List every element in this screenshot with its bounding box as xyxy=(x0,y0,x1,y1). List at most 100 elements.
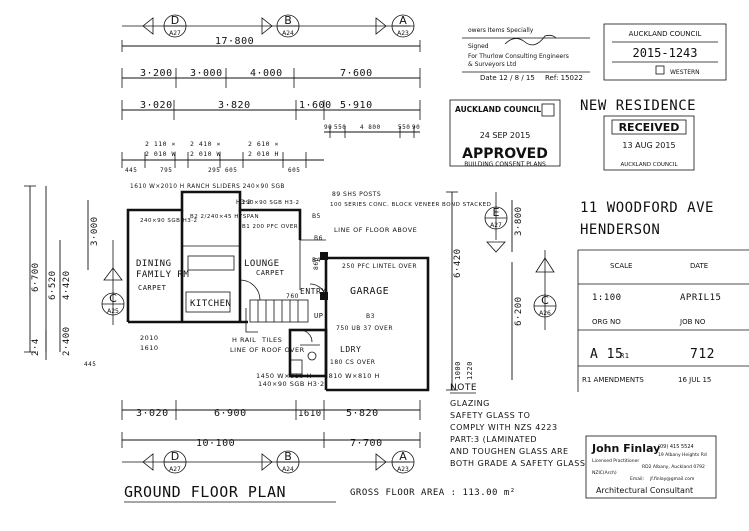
note-1610: 1610 xyxy=(140,344,159,352)
note-b6: B6 xyxy=(314,235,323,242)
section-marker-top-a: A A23 xyxy=(375,14,415,38)
note-hrail: H RAIL xyxy=(232,336,256,344)
consultant-role1: Licensed Practitioner xyxy=(592,458,639,464)
tb-scale: 1:100 xyxy=(592,293,622,303)
section-marker-letter: B xyxy=(284,14,292,27)
dim-left-b: 4·420 xyxy=(62,270,72,300)
engineer-signed: Signed xyxy=(468,43,489,50)
section-marker-ref: A26 xyxy=(539,310,551,317)
dim-bottom-4: 5·820 xyxy=(346,408,379,419)
dim-right-a: 3·800 xyxy=(514,206,524,236)
section-marker-ref: A27 xyxy=(169,466,181,473)
section-marker-letter: A xyxy=(399,450,407,463)
council-top-area: WESTERN xyxy=(670,69,700,76)
consultant-address: 19 Albany Heights Rd xyxy=(658,452,707,458)
room-garage: GARAGE xyxy=(350,286,389,297)
section-marker-bottom-b: B A24 xyxy=(261,450,300,474)
dim-bottom-1: 3·020 xyxy=(136,408,169,419)
dim-row3b-4: 605 xyxy=(225,167,237,174)
section-marker-letter: C xyxy=(541,294,549,307)
note-b5: B5 xyxy=(312,213,321,220)
note-heading: NOTE xyxy=(450,383,477,393)
consultant-footer: Architectural Consultant xyxy=(596,486,693,495)
note-posts: 89 SHS POSTS xyxy=(332,191,381,198)
section-marker-ref: A23 xyxy=(397,30,409,37)
dim-bottom-overall-left: 10·100 xyxy=(196,438,235,449)
approved-council: AUCKLAND COUNCIL xyxy=(455,105,541,114)
note-cs: 180 CS OVER xyxy=(330,359,375,366)
tb-org-label: ORG NO xyxy=(592,318,621,326)
note-line4: PART:3 (LAMINATED xyxy=(450,435,537,444)
project-address2: HENDERSON xyxy=(580,222,660,238)
dim-window-3a: 2 610 × xyxy=(248,140,279,148)
dim-bottom-side: 445 xyxy=(84,361,96,368)
stairs xyxy=(245,299,309,333)
plan-area: GROSS FLOOR AREA : 113.00 m² xyxy=(350,488,516,498)
dim-left-overall: 6·700 xyxy=(31,262,41,292)
council-top-number: 2015-1243 xyxy=(632,46,697,60)
dim-top-1: 3·200 xyxy=(140,68,173,79)
dim-left-d: 2·400 xyxy=(62,326,72,356)
section-marker-right-c: C A26 xyxy=(533,250,557,330)
section-marker-letter: D xyxy=(171,450,179,463)
note-860: 860 xyxy=(313,257,320,270)
project-address1: 11 WOODFORD AVE xyxy=(580,200,714,216)
dim-top-row2-4: 5·910 xyxy=(340,100,373,111)
note-sliders: 1610 W×2010 H RANCH SLIDERS 240×90 SGB xyxy=(130,184,285,190)
section-marker-bottom-a: A A23 xyxy=(375,450,415,474)
glazing-note: NOTE GLAZING SAFETY GLASS TO COMPLY WITH… xyxy=(450,383,585,468)
dim-left-e: 2·4 xyxy=(31,338,41,356)
section-marker-letter: E xyxy=(493,206,500,219)
section-marker-letter: C xyxy=(109,292,117,305)
dim-right-c: 1000 xyxy=(454,361,462,380)
approved-date: 24 SEP 2015 xyxy=(480,131,531,140)
dim-top-row2b-1: 90 xyxy=(324,124,332,131)
dim-top-row2b-5: 90 xyxy=(412,124,420,131)
note-roof: LINE OF ROOF OVER xyxy=(230,346,305,354)
received-date: 13 AUG 2015 xyxy=(622,141,675,150)
received-stamp: RECEIVED 13 AUG 2015 AUCKLAND COUNCIL xyxy=(603,115,695,171)
dim-row3b-3: 295 xyxy=(208,167,220,174)
left-dimensions: 6·700 6·520 4·420 3·000 2·400 2·4 xyxy=(24,185,100,360)
engineer-date: Date 12 / 8 / 15 xyxy=(480,74,535,82)
note-sgb: 140×90 SGB H3·2 xyxy=(258,380,325,388)
section-marker-letter: A xyxy=(399,14,407,27)
dim-top-row2-2: 3·820 xyxy=(218,100,251,111)
section-marker-ref: A23 xyxy=(397,466,409,473)
building-walls xyxy=(126,190,430,392)
dim-top-4: 7·600 xyxy=(340,68,373,79)
note-ub: 750 UB 37 OVER xyxy=(336,325,393,332)
note-b3: B3 xyxy=(366,313,375,320)
tb-job-label: JOB NO xyxy=(679,318,706,326)
consultant-email: jf.finlay@gmail.com xyxy=(649,476,694,482)
approved-stamp: AUCKLAND COUNCIL 24 SEP 2015 APPROVED BU… xyxy=(449,99,561,168)
section-marker-ref: A25 xyxy=(107,308,119,315)
dim-row3b-1: 445 xyxy=(125,167,137,174)
dim-left-a: 6·520 xyxy=(48,270,58,300)
room-entry: ENTRY xyxy=(300,287,327,296)
room-dining: DINING xyxy=(136,259,172,269)
note-line1: GLAZING xyxy=(450,399,490,408)
section-marker-ref: A24 xyxy=(282,30,294,37)
tb-amend-label: R1 AMENDMENTS xyxy=(582,376,644,384)
note-beam1: 240×90 SGB H3·2 xyxy=(140,218,198,224)
tb-amend-date: 16 JUL 15 xyxy=(678,376,711,384)
room-family: FAMILY RM xyxy=(136,270,189,280)
consultant-email-label: Email: xyxy=(630,476,644,482)
room-carpet-2: CARPET xyxy=(256,269,285,277)
dim-top-3: 4·000 xyxy=(250,68,283,79)
dim-top-2: 3·000 xyxy=(190,68,223,79)
tb-date-label: DATE xyxy=(690,262,708,270)
consultant-name: John Finlay xyxy=(591,442,660,455)
note-2010: 2010 xyxy=(140,334,159,342)
note-win2: 1810 W×810 H xyxy=(324,372,380,380)
note-line-floor: LINE OF FLOOR ABOVE xyxy=(334,226,417,234)
section-marker-letter: B xyxy=(284,450,292,463)
note-760: 760 xyxy=(286,293,299,300)
engineer-line3: For Thurlow Consulting Engineers xyxy=(468,53,569,60)
room-ldry: LDRY xyxy=(340,345,361,354)
title-block: SCALE DATE 1:100 APRIL15 ORG NO JOB NO A… xyxy=(577,249,749,392)
dim-row3b-5: 605 xyxy=(288,167,300,174)
note-beam2: 290×90 SGB H3·2 xyxy=(242,200,300,206)
